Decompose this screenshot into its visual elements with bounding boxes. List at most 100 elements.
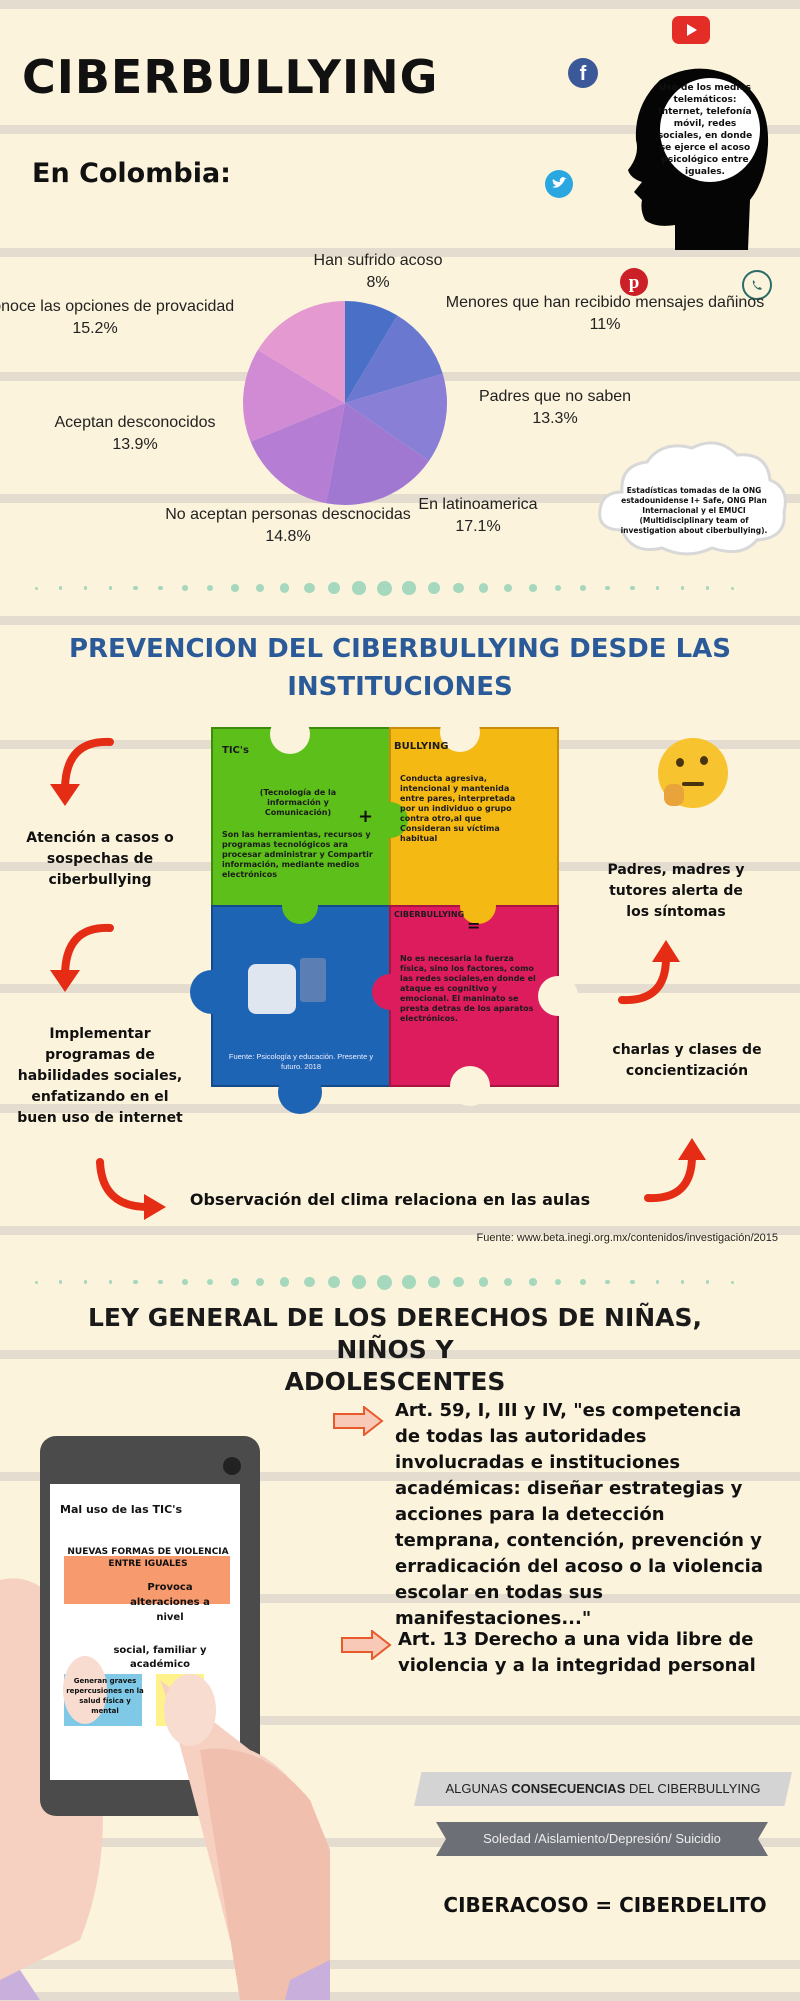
page-subtitle: En Colombia: (32, 158, 231, 189)
arrow-down-left-icon (50, 923, 114, 992)
phone-header: Mal uso de las TIC's (60, 1503, 183, 1516)
dot (554, 584, 562, 592)
title-line: INSTITUCIONES (287, 672, 513, 702)
dot (478, 583, 489, 593)
dot (133, 1279, 138, 1285)
title-line: PREVENCION DEL CIBERBULLYING DESDE LAS (68, 634, 731, 664)
dot (630, 585, 635, 591)
stripe (0, 1838, 800, 1847)
dot (453, 582, 464, 594)
dot (655, 586, 660, 590)
prevention-bottom: Observación del clima relaciona en las a… (189, 1190, 591, 1209)
arrow-down-left-icon (50, 737, 114, 806)
stripe (0, 1350, 800, 1359)
dot (304, 1276, 315, 1288)
dot (206, 584, 214, 592)
dot (630, 1279, 635, 1285)
dot (730, 586, 734, 590)
pie-slice (345, 373, 447, 461)
cloud-shape (598, 441, 787, 556)
stripe (0, 494, 800, 503)
arrow-up-right-icon (644, 1138, 706, 1203)
stripe (0, 1104, 800, 1113)
dot (84, 586, 88, 590)
stripe (0, 616, 800, 625)
dot (554, 1278, 562, 1286)
phone-blue-text: Generan graves repercusiones en la salud… (66, 1677, 144, 1715)
cloud-source-text: Estadísticas tomadas de la ONG estadouni… (620, 486, 768, 535)
dot (279, 583, 290, 593)
puzzle-bullying-body: Conducta agresiva, intencional y manteni… (400, 774, 516, 843)
consequences-banner: ALGUNAS CONSECUENCIAS DEL CIBERBULLYING (414, 1772, 792, 1806)
head-silhouette-icon (628, 68, 769, 250)
prevention-left-2: Implementar programas de habilidades soc… (17, 1026, 183, 1126)
consequences-list-banner: Soledad /Aislamiento/Depresión/ Suicidio (436, 1822, 768, 1856)
youtube-icon[interactable] (672, 16, 710, 44)
slice-label: No aceptan personas descnocidas (165, 506, 411, 523)
dot (504, 1277, 513, 1287)
prevention-right-2: charlas y clases de concientización (612, 1042, 762, 1079)
dot (427, 581, 440, 595)
phone-provoca: Provoca alteraciones a nivel (130, 1582, 210, 1623)
dot (157, 1279, 163, 1285)
slice-label: Desconoce las opciones de provacidad (0, 298, 235, 315)
dot (402, 1275, 416, 1289)
dot (133, 585, 138, 591)
prevention-left-1: Atención a casos o sospechas de ciberbul… (26, 830, 174, 888)
slice-value: 8% (366, 274, 390, 291)
dot (478, 1277, 489, 1287)
arrow-right-icon (333, 1406, 384, 1436)
dot (328, 581, 341, 595)
dot (605, 1279, 611, 1285)
puzzle-cyber-body: No es necesaria la fuerza física, sino l… (400, 954, 536, 1023)
pie-slice (345, 301, 398, 403)
thinking-face-icon (658, 738, 728, 808)
pie-slice (250, 403, 345, 504)
slice-value: 15.2% (72, 320, 118, 337)
pie-label-no-aceptan: No aceptan personas descnocidas 14.8% (158, 504, 418, 548)
prevention-right-1: Padres, madres y tutores alerta de los s… (607, 862, 745, 920)
dot (680, 586, 684, 590)
dot (231, 1278, 239, 1286)
head-definition-text: Uso de los medios telemáticos: Internet,… (657, 83, 753, 177)
dot (182, 1279, 188, 1285)
facebook-icon[interactable]: f (568, 58, 598, 88)
dot (402, 581, 416, 595)
pie-label-privacidad: Desconoce las opciones de provacidad 15.2… (0, 296, 238, 340)
stripe (0, 1960, 800, 1969)
dot (182, 585, 188, 591)
slice-value: 14.8% (265, 528, 311, 545)
dot (580, 1279, 586, 1285)
dot (376, 580, 392, 596)
pinterest-icon[interactable]: p (620, 268, 648, 296)
twitter-icon[interactable] (545, 170, 573, 198)
stripe (0, 0, 800, 9)
puzzle-tics-title: TIC's (222, 745, 249, 756)
dot (304, 582, 315, 594)
slice-label: Han sufrido acoso (313, 252, 443, 269)
dot (59, 1280, 63, 1284)
slice-label: Aceptan desconocidos (54, 414, 216, 431)
dot (529, 584, 537, 592)
whatsapp-icon[interactable] (742, 270, 772, 300)
dot (705, 1280, 709, 1284)
title-line: LEY GENERAL DE LOS DERECHOS DE NIÑAS, NI… (87, 1303, 703, 1364)
dot (580, 585, 586, 591)
prevention-source: Fuente: www.beta.inegi.org.mx/contenidos… (476, 1232, 778, 1244)
pie-slice (326, 403, 429, 505)
puzzle-cyber-title: CIBERBULLYING (394, 910, 465, 919)
dot (730, 1280, 734, 1284)
dot (108, 1280, 113, 1284)
pie-slice (243, 349, 345, 442)
dot (34, 1280, 38, 1284)
puzzle-source: Fuente: Psicología y educación. Presente… (228, 1052, 374, 1071)
dot (157, 585, 163, 591)
pie-slice (257, 301, 345, 403)
phone-orange-text: NUEVAS FORMAS DE VIOLENCIA ENTRE IGUALES (67, 1547, 229, 1569)
dot (108, 586, 113, 590)
dot (605, 585, 611, 591)
dot (352, 581, 366, 595)
pie-chart (243, 301, 447, 505)
dot (59, 586, 63, 590)
